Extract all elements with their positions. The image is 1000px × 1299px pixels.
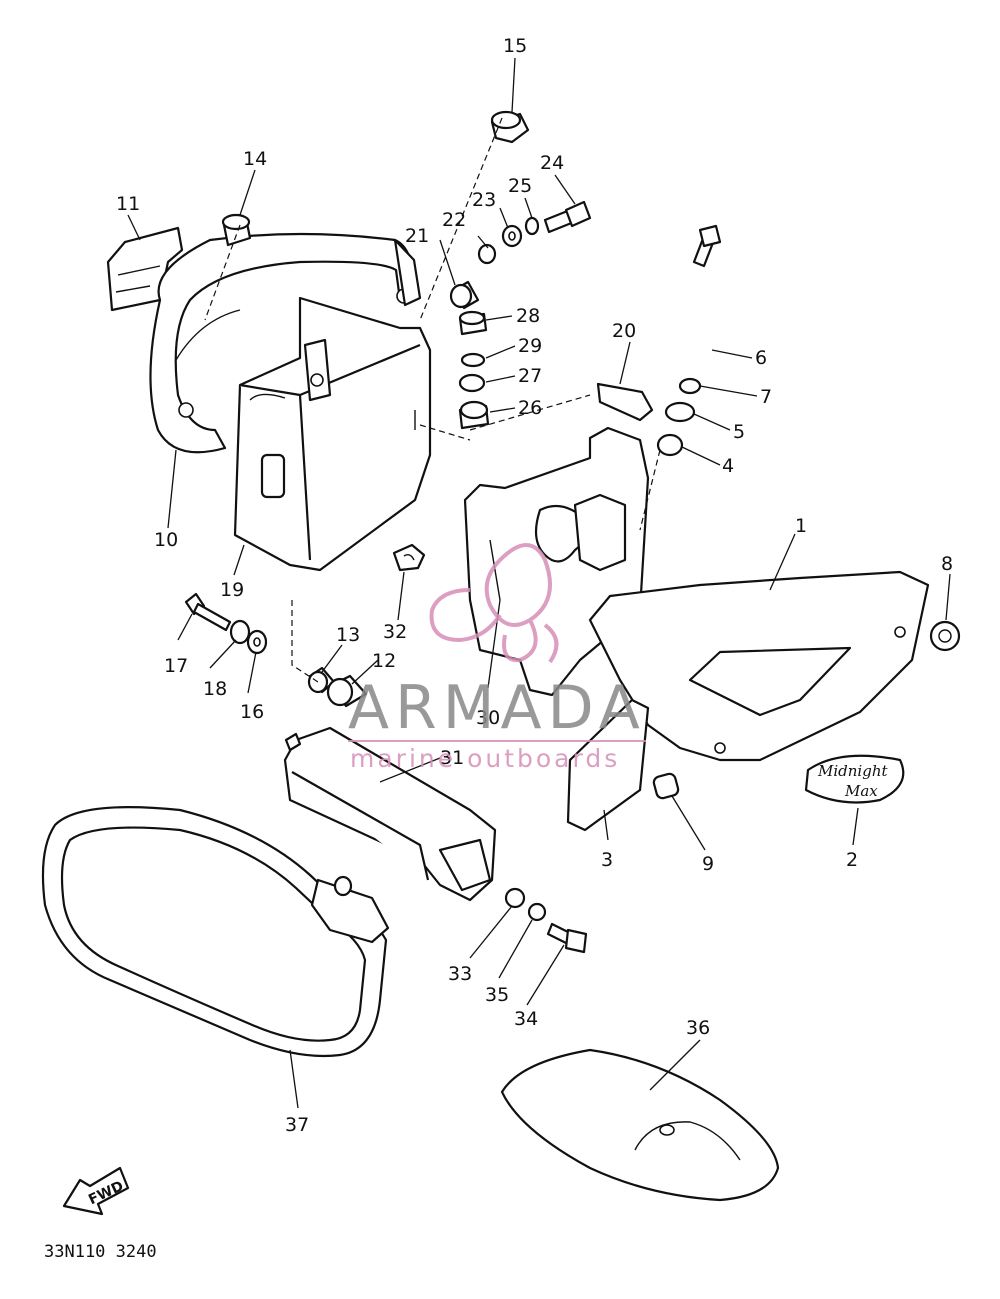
callout-9: 9 xyxy=(702,853,714,875)
callout-1: 1 xyxy=(795,515,807,537)
part-20-clip xyxy=(596,382,654,422)
part-7-nut xyxy=(678,377,702,395)
part-28-pin xyxy=(458,310,488,336)
part-16-washer xyxy=(246,629,268,655)
watermark-logo-icon xyxy=(429,543,559,664)
callout-22: 22 xyxy=(442,209,466,231)
callout-23: 23 xyxy=(472,189,496,211)
part-29-washer xyxy=(460,352,486,368)
callout-8: 8 xyxy=(941,553,953,575)
part-36-seat-pad xyxy=(500,1048,780,1202)
callout-21: 21 xyxy=(405,225,429,247)
part-27-grommet xyxy=(458,373,486,393)
callout-32: 32 xyxy=(383,621,407,643)
part-3-flap xyxy=(566,698,650,832)
emblem-line-1: Midnight xyxy=(817,762,888,780)
part-26-damper xyxy=(458,400,490,430)
part-4-collar xyxy=(656,433,684,457)
callout-5: 5 xyxy=(733,421,745,443)
callout-7: 7 xyxy=(760,386,772,408)
part-17-bolt xyxy=(184,592,232,632)
callout-31: 31 xyxy=(440,747,464,769)
callout-37: 37 xyxy=(285,1114,309,1136)
callout-36: 36 xyxy=(686,1017,710,1039)
part-22-bushing xyxy=(477,243,497,265)
callout-numbers: 15 14 11 24 25 23 22 21 28 29 27 26 20 6… xyxy=(116,35,953,1136)
callout-12: 12 xyxy=(372,650,396,672)
callout-28: 28 xyxy=(516,305,540,327)
callout-6: 6 xyxy=(755,347,767,369)
part-13-collar xyxy=(307,666,336,694)
part-21-collar xyxy=(449,280,480,310)
part-11-plate xyxy=(106,226,184,312)
part-18-washer xyxy=(229,619,251,645)
part-15-cap-nut xyxy=(490,110,530,144)
callout-2: 2 xyxy=(846,849,858,871)
part-14-grommet xyxy=(221,213,252,247)
part-19-battery-box xyxy=(233,296,432,572)
part-35-lock-washer xyxy=(527,902,547,922)
callout-14: 14 xyxy=(243,148,267,170)
callout-20: 20 xyxy=(612,320,636,342)
callout-3: 3 xyxy=(601,849,613,871)
watermark: ARMADA marine outboards xyxy=(348,543,646,773)
callout-35: 35 xyxy=(485,984,509,1006)
callout-15: 15 xyxy=(503,35,527,57)
callout-16: 16 xyxy=(240,701,264,723)
callout-27: 27 xyxy=(518,365,542,387)
callout-11: 11 xyxy=(116,193,140,215)
callout-34: 34 xyxy=(514,1008,538,1030)
part-6-bolt xyxy=(692,224,722,268)
callout-18: 18 xyxy=(203,678,227,700)
watermark-brand: ARMADA xyxy=(348,673,646,743)
part-32-clip xyxy=(392,543,426,572)
part-9-grommet xyxy=(652,772,680,800)
part-24-bolt xyxy=(543,200,592,234)
watermark-divider xyxy=(348,740,646,742)
callout-10: 10 xyxy=(154,529,178,551)
part-31-tray xyxy=(283,726,497,902)
callout-17: 17 xyxy=(164,655,188,677)
callout-4: 4 xyxy=(722,455,734,477)
callout-30: 30 xyxy=(476,707,500,729)
emblem-line-2: Max xyxy=(844,782,878,800)
part-34-bolt xyxy=(546,922,588,954)
callout-33: 33 xyxy=(448,963,472,985)
part-23-washer xyxy=(501,224,523,248)
leader-lines xyxy=(127,57,951,1109)
callout-24: 24 xyxy=(540,152,564,174)
part-33-washer xyxy=(504,887,526,909)
assembly-lines xyxy=(204,117,661,683)
callout-29: 29 xyxy=(518,335,542,357)
diagram-code: 33N110 3240 xyxy=(44,1242,157,1262)
part-12-damper xyxy=(326,674,368,708)
callout-25: 25 xyxy=(508,175,532,197)
part-1-side-cover xyxy=(588,570,930,762)
part-2-emblem: Midnight Max xyxy=(804,754,905,804)
fwd-arrow-icon: FWD xyxy=(62,1166,130,1216)
callout-26: 26 xyxy=(518,397,542,419)
watermark-tagline: marine outboards xyxy=(350,744,620,773)
callout-19: 19 xyxy=(220,579,244,601)
part-10-grab-rail xyxy=(149,232,422,454)
part-25-lock-washer xyxy=(524,216,540,236)
part-8-grommet xyxy=(929,620,961,652)
part-37-cable xyxy=(41,806,390,1058)
part-5-grommet xyxy=(664,401,696,423)
callout-13: 13 xyxy=(336,624,360,646)
